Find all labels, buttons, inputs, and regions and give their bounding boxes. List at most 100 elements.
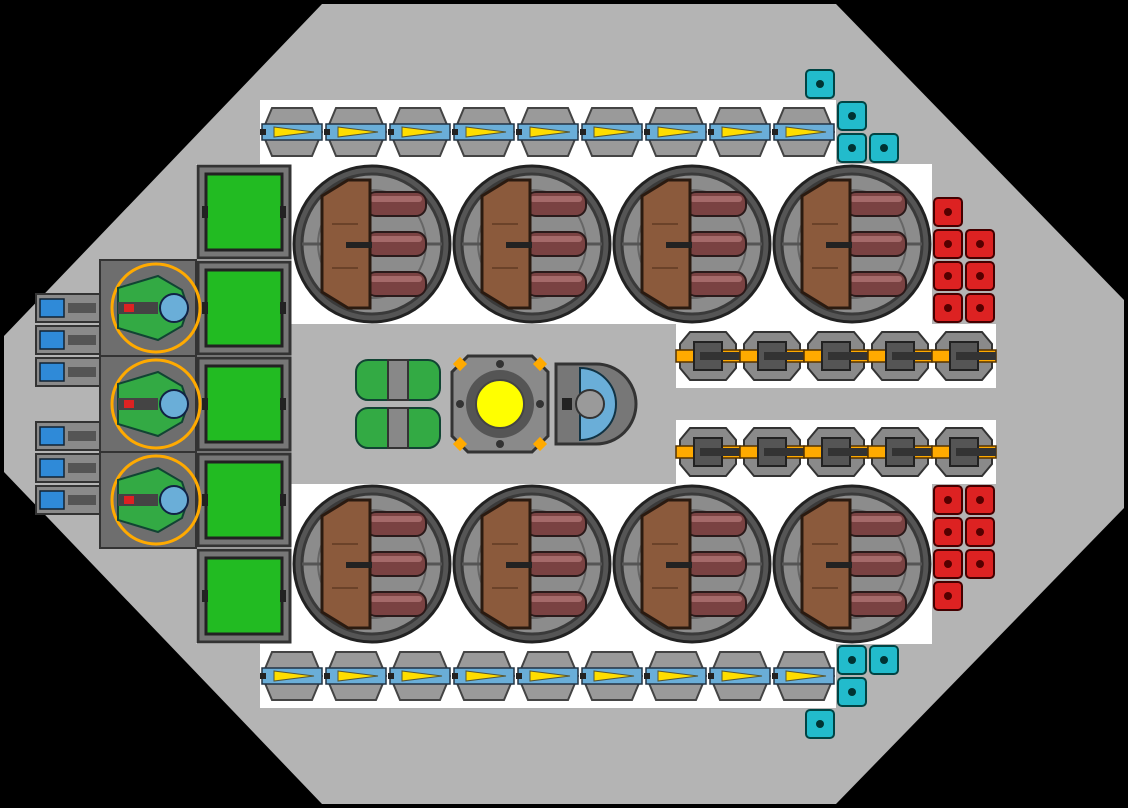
turret-barrel xyxy=(845,191,907,217)
ammo-crate[interactable] xyxy=(965,485,995,515)
turret-barrel xyxy=(525,591,587,617)
fuel-pods xyxy=(355,359,441,449)
turret-barrel xyxy=(365,511,427,537)
laser-rail[interactable] xyxy=(580,651,644,701)
railgun[interactable] xyxy=(739,331,805,381)
thruster[interactable] xyxy=(99,259,202,357)
railgun[interactable] xyxy=(803,427,869,477)
power-node[interactable] xyxy=(805,709,835,739)
ammo-crate[interactable] xyxy=(933,197,963,227)
storage-tank[interactable] xyxy=(196,260,292,356)
laser-rail[interactable] xyxy=(324,107,388,157)
turret-barrel xyxy=(845,271,907,297)
turret-barrel xyxy=(525,191,587,217)
ammo-crate[interactable] xyxy=(965,549,995,579)
laser-rail[interactable] xyxy=(452,107,516,157)
power-node[interactable] xyxy=(837,101,867,131)
laser-rail[interactable] xyxy=(772,651,836,701)
ammo-crate[interactable] xyxy=(965,293,995,323)
turret[interactable] xyxy=(292,164,452,324)
power-node[interactable] xyxy=(805,69,835,99)
turret-barrel xyxy=(525,231,587,257)
battery[interactable] xyxy=(35,357,101,387)
turret[interactable] xyxy=(772,484,932,644)
battery[interactable] xyxy=(35,453,101,483)
ammo-crate[interactable] xyxy=(965,229,995,259)
laser-rail[interactable] xyxy=(388,107,452,157)
laser-rail[interactable] xyxy=(324,651,388,701)
power-node[interactable] xyxy=(869,645,899,675)
turret-barrel xyxy=(365,191,427,217)
ammo-crate[interactable] xyxy=(933,549,963,579)
laser-rail[interactable] xyxy=(388,651,452,701)
ammo-crate[interactable] xyxy=(933,261,963,291)
railgun[interactable] xyxy=(931,427,997,477)
turret-barrel xyxy=(525,271,587,297)
turret[interactable] xyxy=(292,484,452,644)
turret-barrel xyxy=(845,511,907,537)
turret-barrel xyxy=(685,231,747,257)
power-node[interactable] xyxy=(837,677,867,707)
thruster[interactable] xyxy=(99,451,202,549)
storage-tank[interactable] xyxy=(196,548,292,644)
railgun[interactable] xyxy=(867,427,933,477)
laser-rail[interactable] xyxy=(644,107,708,157)
turret[interactable] xyxy=(612,164,772,324)
laser-rail[interactable] xyxy=(260,651,324,701)
shield-dome xyxy=(554,362,638,446)
laser-rail[interactable] xyxy=(772,107,836,157)
battery[interactable] xyxy=(35,325,101,355)
storage-tank[interactable] xyxy=(196,452,292,548)
ammo-crate[interactable] xyxy=(965,261,995,291)
railgun[interactable] xyxy=(739,427,805,477)
ammo-crate[interactable] xyxy=(933,293,963,323)
ammo-crate[interactable] xyxy=(933,581,963,611)
laser-rail[interactable] xyxy=(580,107,644,157)
turret-barrel xyxy=(365,271,427,297)
power-node[interactable] xyxy=(869,133,899,163)
ammo-crate[interactable] xyxy=(933,485,963,515)
turret[interactable] xyxy=(452,164,612,324)
laser-rail[interactable] xyxy=(260,107,324,157)
ammo-crate[interactable] xyxy=(965,517,995,547)
storage-tank[interactable] xyxy=(196,164,292,260)
battery[interactable] xyxy=(35,485,101,515)
turret[interactable] xyxy=(772,164,932,324)
turret-barrel xyxy=(365,551,427,577)
turret-barrel xyxy=(685,191,747,217)
laser-rail[interactable] xyxy=(708,651,772,701)
ammo-crate[interactable] xyxy=(933,517,963,547)
turret-barrel xyxy=(525,511,587,537)
turret-barrel xyxy=(365,231,427,257)
core-reactor[interactable] xyxy=(355,354,638,454)
turret-barrel xyxy=(685,511,747,537)
railgun[interactable] xyxy=(675,427,741,477)
turret[interactable] xyxy=(452,484,612,644)
battery[interactable] xyxy=(35,293,101,323)
laser-rail[interactable] xyxy=(452,651,516,701)
storage-tank[interactable] xyxy=(196,356,292,452)
laser-rail[interactable] xyxy=(516,107,580,157)
turret-barrel xyxy=(365,591,427,617)
turret-barrel xyxy=(525,551,587,577)
battery[interactable] xyxy=(35,421,101,451)
thruster[interactable] xyxy=(99,355,202,453)
turret-barrel xyxy=(845,551,907,577)
power-node[interactable] xyxy=(837,645,867,675)
railgun[interactable] xyxy=(803,331,869,381)
turret-barrel xyxy=(845,231,907,257)
turret-barrel xyxy=(685,551,747,577)
turret-barrel xyxy=(685,591,747,617)
railgun[interactable] xyxy=(867,331,933,381)
laser-rail[interactable] xyxy=(708,107,772,157)
ammo-crate[interactable] xyxy=(933,229,963,259)
core-module xyxy=(450,354,550,454)
laser-rail[interactable] xyxy=(516,651,580,701)
turret-barrel xyxy=(845,591,907,617)
power-node[interactable] xyxy=(837,133,867,163)
railgun[interactable] xyxy=(931,331,997,381)
turret[interactable] xyxy=(612,484,772,644)
railgun[interactable] xyxy=(675,331,741,381)
laser-rail[interactable] xyxy=(644,651,708,701)
